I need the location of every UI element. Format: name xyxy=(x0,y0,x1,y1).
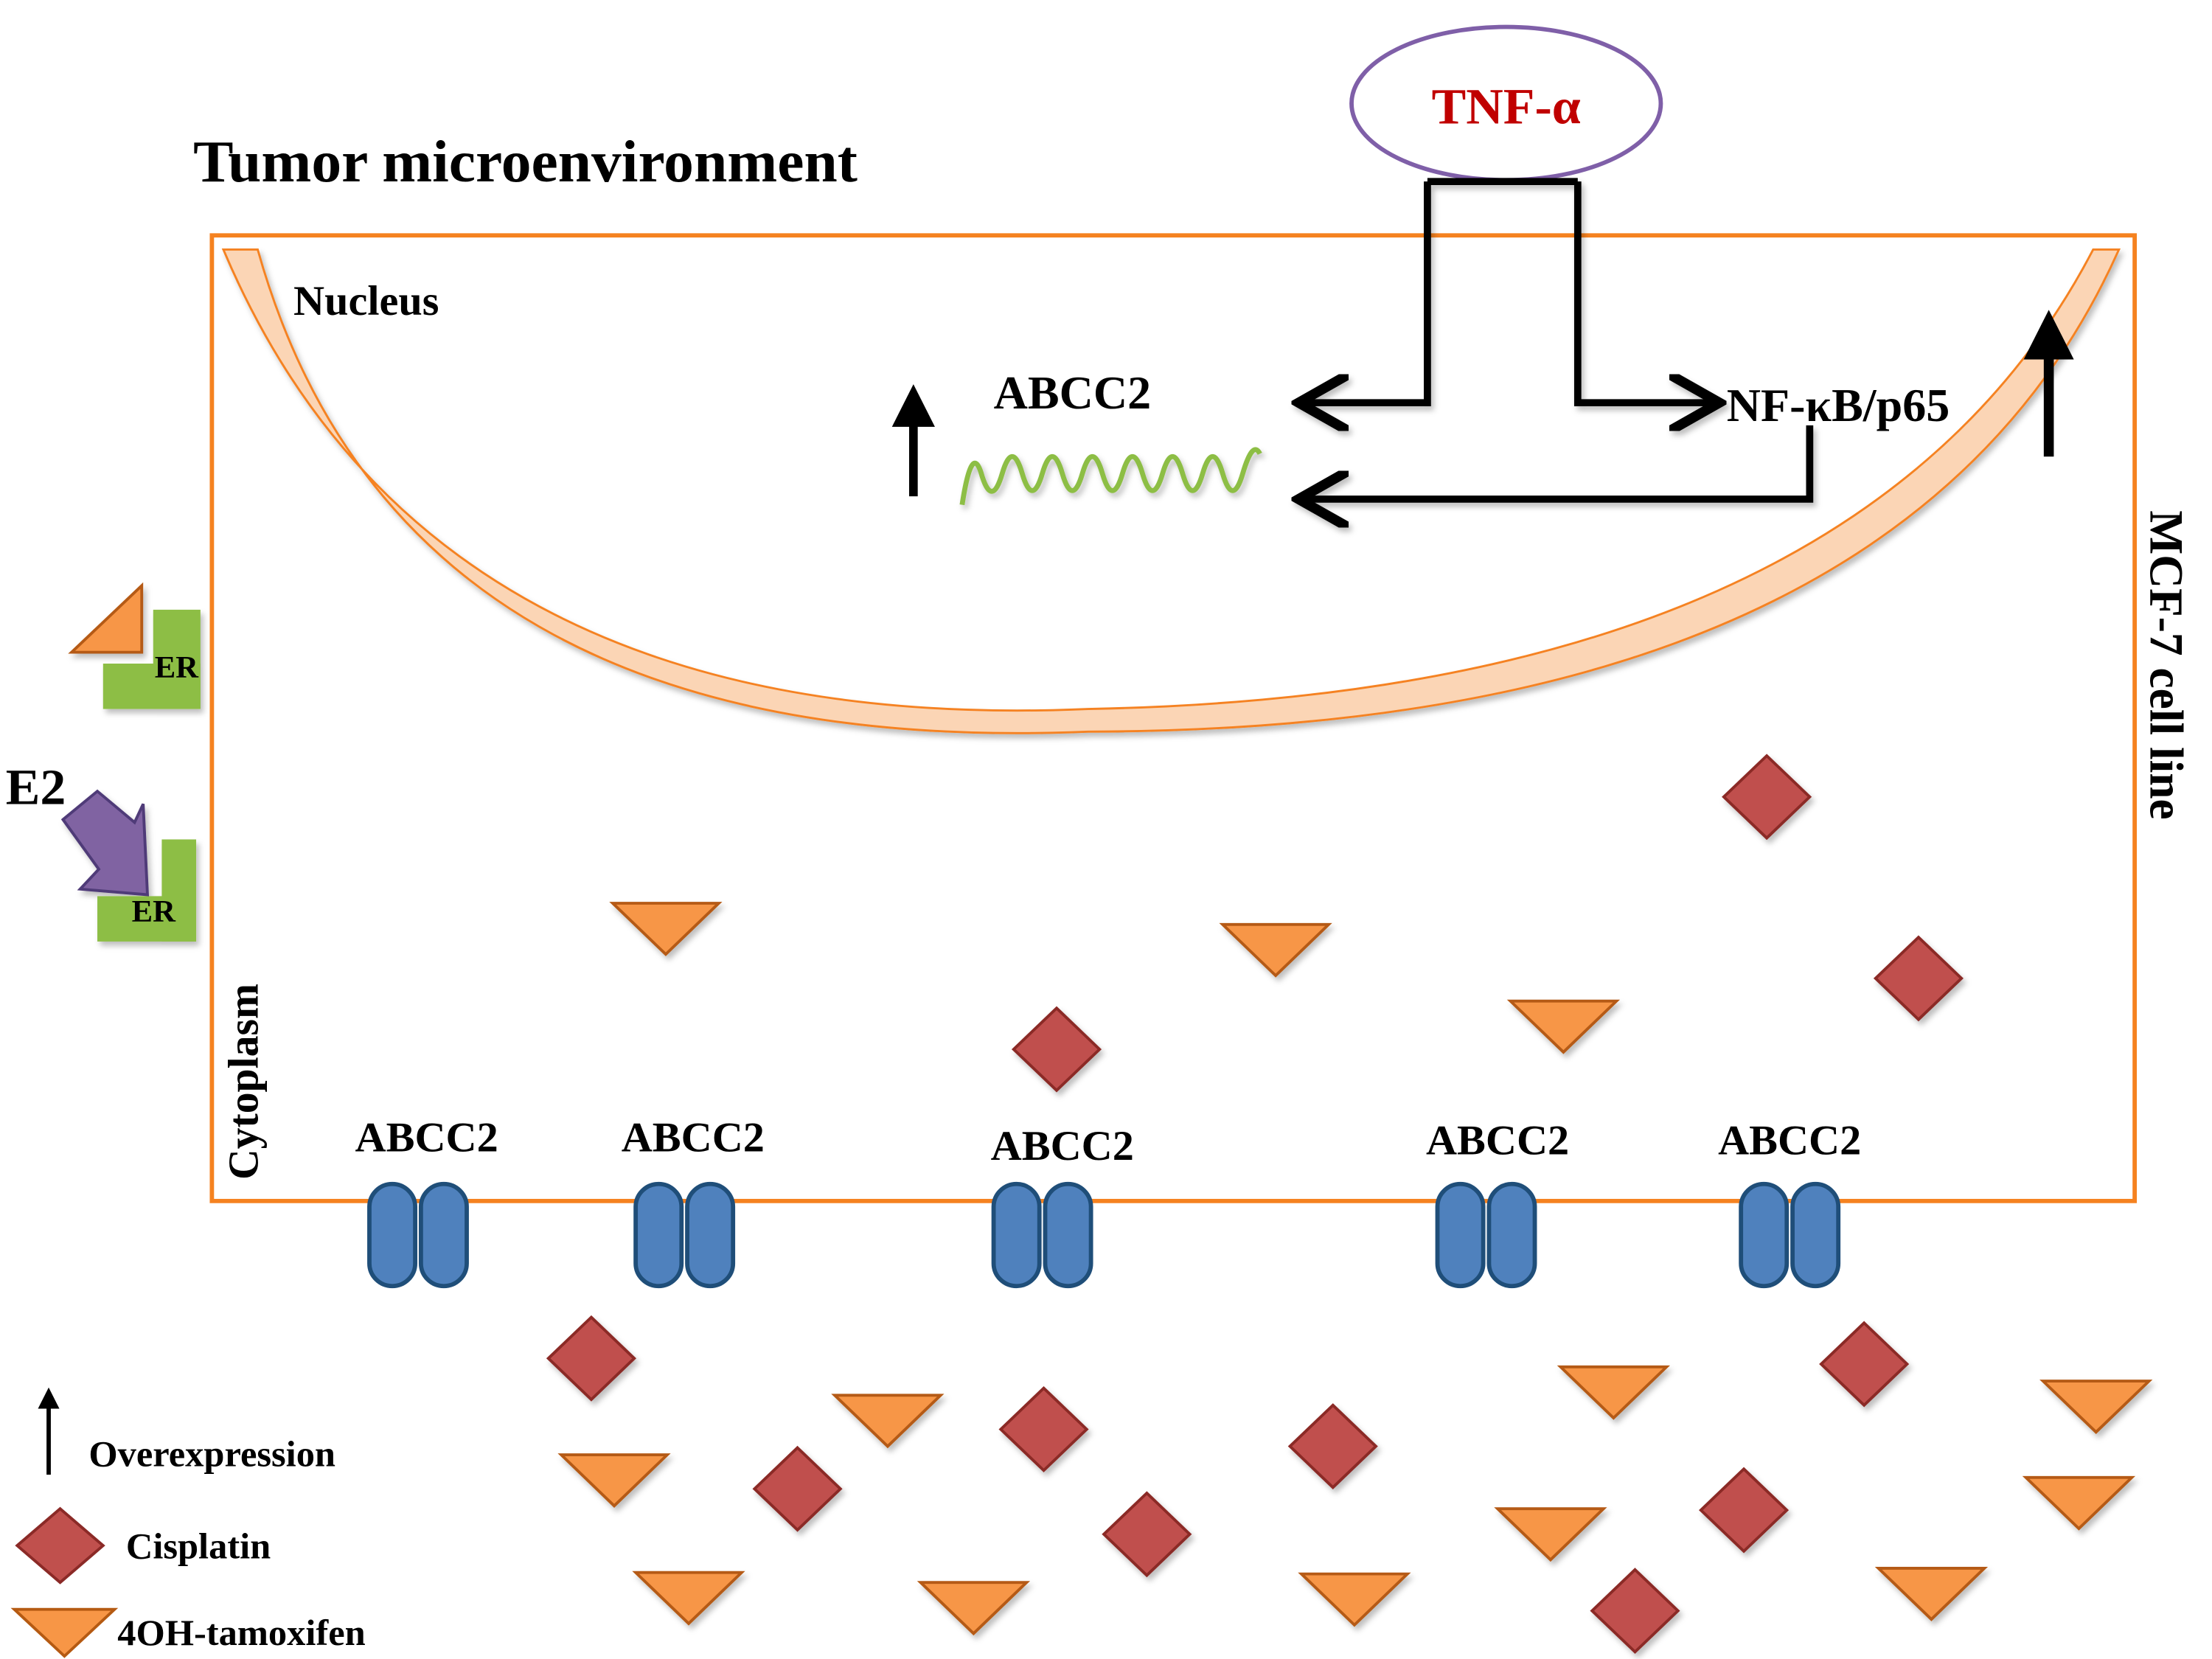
er-receptor-e2 xyxy=(60,789,197,942)
transporter-subunit-icon xyxy=(685,1181,736,1289)
transporter-subunit-icon xyxy=(1790,1181,1841,1289)
cisplatin-molecule-icon xyxy=(1699,1467,1790,1554)
nfkb-label: NF-κB/p65 xyxy=(1727,379,1950,431)
abcc2-transporter: ABCC2 xyxy=(1718,1116,1861,1289)
cytoplasm-label: Cytoplasm xyxy=(219,984,267,1180)
er-receptor-base xyxy=(102,664,201,709)
abcc2-mrna-icon xyxy=(959,447,1262,506)
abcc2-transporter: ABCC2 xyxy=(991,1121,1134,1289)
transporter-label: ABCC2 xyxy=(622,1113,765,1161)
legend-cisplatin-icon xyxy=(15,1506,105,1585)
abcc2-transporter: ABCC2 xyxy=(355,1113,498,1289)
er-receptor-tamoxifen xyxy=(68,582,201,709)
abcc2-transporter: ABCC2 xyxy=(622,1113,765,1289)
transporter-subunit-icon xyxy=(991,1181,1042,1289)
arrow-nfkb-to-abcc2-gene xyxy=(1306,425,1814,499)
cisplatin-molecule-icon xyxy=(1011,1006,1102,1093)
transporter-subunit-icon xyxy=(633,1181,684,1289)
transporter-subunit-icon xyxy=(1739,1181,1790,1289)
bound-tamoxifen-icon xyxy=(68,582,144,654)
transporter-subunit-icon xyxy=(367,1181,418,1289)
cisplatin-molecule-icon xyxy=(1102,1491,1192,1578)
legend: Overexpression Cisplatin 4OH-tamoxifen xyxy=(10,1387,366,1658)
tamoxifen-molecule-icon xyxy=(1506,999,1621,1054)
e2-label: E2 xyxy=(6,759,66,816)
arrow-to-abcc2 xyxy=(1306,181,1431,403)
transporter-subunit-icon xyxy=(1435,1181,1486,1289)
tamoxifen-molecule-icon xyxy=(1874,1567,1989,1621)
diagram-title: Tumor microenvironment xyxy=(193,129,858,195)
tamoxifen-molecule-icon xyxy=(2022,1475,2136,1531)
tamoxifen-molecule-icon xyxy=(609,902,723,956)
arrow-to-nfkb xyxy=(1573,181,1713,403)
drug-molecules xyxy=(546,754,2153,1655)
legend-cisplatin-label: Cisplatin xyxy=(126,1526,271,1567)
tamoxifen-molecule-icon xyxy=(632,1571,745,1626)
cisplatin-molecule-icon xyxy=(1873,935,1964,1022)
cisplatin-molecule-icon xyxy=(1590,1568,1680,1655)
cisplatin-molecule-icon xyxy=(1819,1321,1910,1408)
tamoxifen-molecule-icon xyxy=(1494,1507,1607,1562)
transporter-subunit-icon xyxy=(1043,1181,1093,1289)
tamoxifen-molecule-icon xyxy=(2039,1380,2153,1434)
transporter-label: ABCC2 xyxy=(355,1113,498,1161)
tamoxifen-molecule-icon xyxy=(917,1581,1031,1636)
nuclear-abcc2-label: ABCC2 xyxy=(994,366,1152,419)
transporter-label: ABCC2 xyxy=(1718,1116,1861,1164)
tamoxifen-molecule-icon xyxy=(1219,922,1332,978)
tnf-signal-connector xyxy=(1306,178,1814,499)
cell-membrane xyxy=(209,233,2138,1203)
nuclear-envelope xyxy=(221,248,2121,734)
cisplatin-molecule-icon xyxy=(752,1445,843,1532)
tnf-alpha-label: TNF-α xyxy=(1432,79,1581,136)
tamoxifen-molecule-icon xyxy=(557,1453,671,1508)
abcc2-transporters: ABCC2 ABCC2 ABCC2 ABCC2 ABCC2 xyxy=(355,1113,1861,1289)
nucleus-label: Nucleus xyxy=(293,276,439,324)
tamoxifen-molecule-icon xyxy=(831,1394,945,1449)
er-label-1: ER xyxy=(155,650,200,685)
tnf-alpha-ligand: TNF-α xyxy=(1349,24,1663,183)
cell-line-label: MCF-7 cell line xyxy=(2140,510,2192,819)
e2-arrow-icon xyxy=(60,789,150,897)
legend-tamoxifen-icon xyxy=(10,1607,119,1658)
cisplatin-molecule-icon xyxy=(546,1315,636,1402)
tamoxifen-molecule-icon xyxy=(1298,1572,1411,1627)
transporter-label: ABCC2 xyxy=(1426,1116,1569,1164)
cisplatin-molecule-icon xyxy=(1287,1403,1378,1489)
legend-tamoxifen-label: 4OH-tamoxifen xyxy=(117,1612,366,1653)
cisplatin-molecule-icon xyxy=(1722,754,1812,841)
transporter-subunit-icon xyxy=(1486,1181,1537,1289)
tamoxifen-molecule-icon xyxy=(1557,1365,1670,1420)
er-label-2: ER xyxy=(132,894,177,929)
abcc2-transporter: ABCC2 xyxy=(1426,1116,1569,1289)
cisplatin-molecule-icon xyxy=(998,1386,1089,1472)
transporter-label: ABCC2 xyxy=(991,1121,1134,1169)
er-receptor-base xyxy=(97,896,197,942)
legend-overexpression-label: Overexpression xyxy=(88,1433,335,1475)
transporter-subunit-icon xyxy=(418,1181,469,1289)
